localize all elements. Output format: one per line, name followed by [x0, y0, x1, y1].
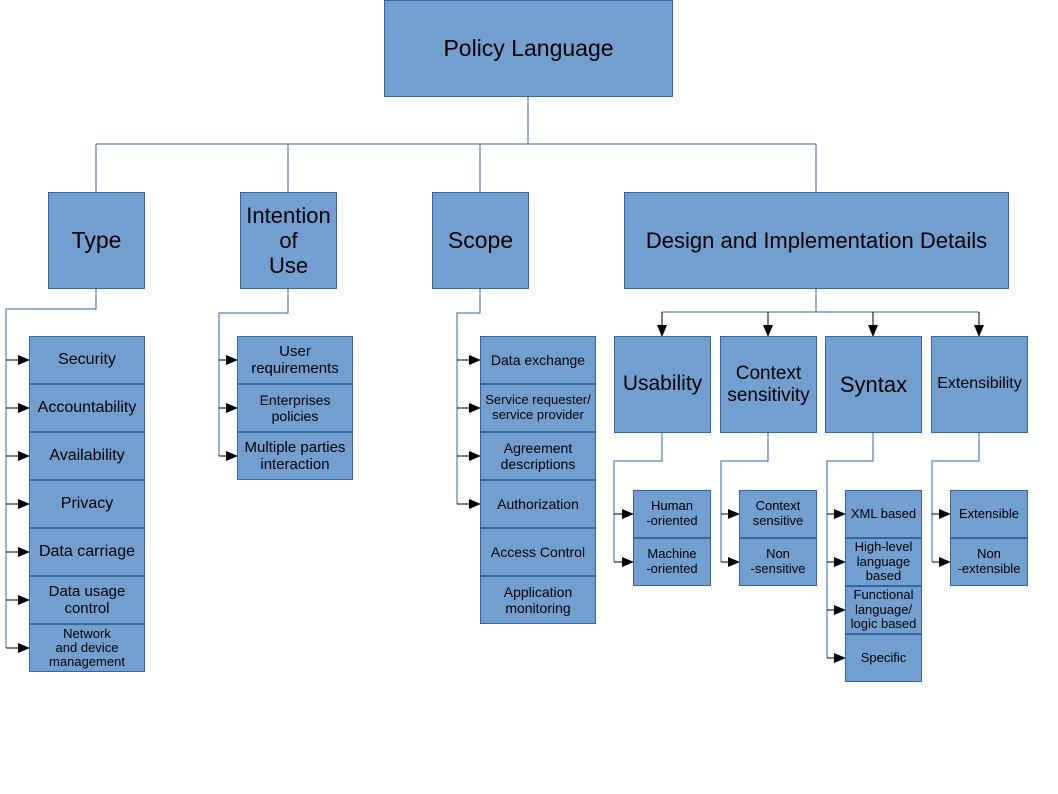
- type-item: Network and device management: [29, 624, 145, 672]
- root-node: Policy Language: [384, 0, 673, 97]
- scope-item: Service requester/ service provider: [480, 384, 596, 432]
- usability-node: Usability: [614, 336, 711, 433]
- extensibility-item: Non -extensible: [950, 538, 1028, 586]
- intention-item: Multiple parties interaction: [237, 432, 353, 480]
- context-item: Context sensitive: [739, 490, 817, 538]
- type-item: Privacy: [29, 480, 145, 528]
- extensibility-node: Extensibility: [931, 336, 1028, 433]
- scope-item: Access Control: [480, 528, 596, 576]
- context-sensitivity-node: Context sensitivity: [720, 336, 817, 433]
- scope-bus-connector: [456, 289, 481, 504]
- type-item: Data usage control: [29, 576, 145, 624]
- syntax-item: XML based: [845, 490, 922, 538]
- scope-item: Authorization: [480, 480, 596, 528]
- usability-item: Machine -oriented: [633, 538, 711, 586]
- scope-item: Data exchange: [480, 336, 596, 384]
- syntax-node: Syntax: [825, 336, 922, 433]
- intention-bus-connector: [218, 289, 289, 456]
- intention-node: Intention of Use: [240, 192, 337, 289]
- scope-item: Application monitoring: [480, 576, 596, 624]
- type-item: Data carriage: [29, 528, 145, 576]
- usability-item: Human -oriented: [633, 490, 711, 538]
- subcategory-bus-connector: [931, 433, 980, 562]
- syntax-item: Specific: [845, 634, 922, 682]
- subcategory-bus-connector: [826, 433, 874, 658]
- type-item: Security: [29, 336, 145, 384]
- type-node: Type: [48, 192, 145, 289]
- intention-item: User requirements: [237, 336, 353, 384]
- design-node: Design and Implementation Details: [624, 192, 1009, 289]
- type-bus-connector: [5, 289, 97, 648]
- type-item: Accountability: [29, 384, 145, 432]
- subcategory-bus-connector: [720, 433, 769, 562]
- intention-item: Enterprises policies: [237, 384, 353, 432]
- context-item: Non -sensitive: [739, 538, 817, 586]
- extensibility-item: Extensible: [950, 490, 1028, 538]
- syntax-item: Functional language/ logic based: [845, 586, 922, 634]
- type-item: Availability: [29, 432, 145, 480]
- scope-node: Scope: [432, 192, 529, 289]
- subcategory-bus-connector: [613, 433, 663, 562]
- syntax-item: High-level language based: [845, 538, 922, 586]
- scope-item: Agreement descriptions: [480, 432, 596, 480]
